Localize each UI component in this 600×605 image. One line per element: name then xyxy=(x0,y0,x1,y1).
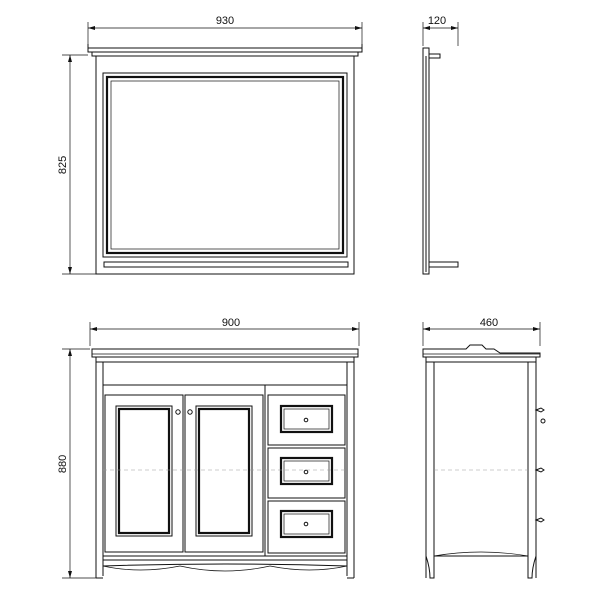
mirror-width-label: 930 xyxy=(216,15,234,27)
mirror-height-label: 825 xyxy=(57,156,69,174)
mirror-front-view: 930 825 xyxy=(57,15,363,275)
cabinet-side-view: 460 xyxy=(422,317,546,579)
cabinet-width-label: 900 xyxy=(222,317,240,329)
cabinet-depth-label: 460 xyxy=(480,317,498,329)
mirror-side-view: 120 xyxy=(422,15,459,275)
mirror-depth-label: 120 xyxy=(428,15,446,27)
cabinet-height-label: 880 xyxy=(57,455,69,473)
cabinet-front-view: 900 880 xyxy=(57,317,360,579)
